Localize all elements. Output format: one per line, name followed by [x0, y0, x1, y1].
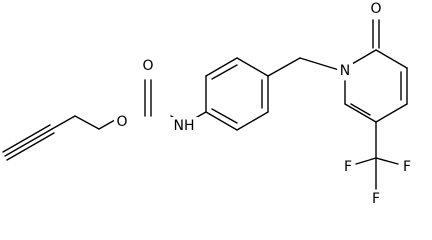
fluorine-right-label: F	[403, 159, 411, 175]
fluorine-bottom-label: F	[372, 191, 380, 207]
alkyne-triple-bond-b	[2, 124, 51, 153]
molecule-drawing: O O NH N O F F F	[2, 0, 414, 208]
amide-nh-label: NH	[174, 118, 195, 134]
pyridone-bond-c5-c6	[344, 103, 377, 123]
cf3-f-top-bond	[355, 157, 377, 165]
pyridone-bond-c4-c5	[375, 103, 408, 123]
alkyne-triple-bond-c	[6, 132, 55, 161]
carbonyl-oxygen-label: O	[142, 58, 153, 74]
benzene-bond-5	[236, 111, 269, 131]
fluorine-top-label: F	[344, 159, 352, 175]
benzene-bond-2	[205, 57, 238, 77]
bond-layer	[2, 19, 408, 190]
ring-nitrogen-label: N	[340, 63, 350, 79]
propargyl-bond-b	[74, 115, 100, 130]
pyridone-bond-c2-c3	[375, 49, 408, 69]
cf3-f-right-bond	[375, 157, 399, 165]
benzene-inner-double-3	[211, 108, 238, 124]
benzylic-bond-a	[267, 57, 301, 77]
pyridone-inner-double-c5-c6	[350, 103, 371, 116]
pyridone-bond-n-c2	[351, 49, 377, 65]
pyridone-oxygen-label: O	[370, 1, 381, 17]
ester-oxygen-label: O	[116, 114, 127, 130]
benzylic-bond-b	[299, 57, 340, 71]
alkyne-triple-bond-a	[4, 128, 53, 157]
benzene-inner-double-1	[211, 64, 238, 80]
benzene-bond-6	[205, 111, 238, 131]
structure-canvas: O O NH N O F F F	[2, 0, 414, 208]
benzene-bond-3	[236, 57, 269, 77]
propargyl-bond-a	[51, 115, 76, 130]
atom-label-layer: O O NH N O F F F	[114, 0, 414, 208]
